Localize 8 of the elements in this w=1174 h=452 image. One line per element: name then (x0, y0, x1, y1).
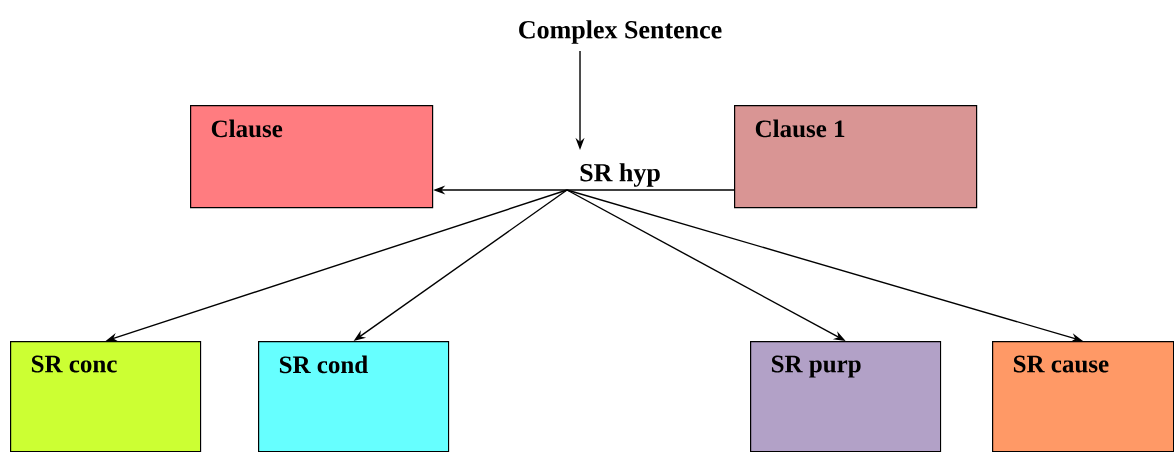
label-box: SR cond (258, 341, 450, 452)
label-text: SR hyp (580, 163, 660, 187)
label-box: SR conc (10, 341, 202, 452)
label-text: Complex Sentence (519, 20, 722, 44)
label-box: Clause (190, 105, 434, 209)
label-box: SR cause (992, 341, 1174, 452)
label-box: SR purp (750, 341, 942, 452)
label-box: Clause 1 (734, 105, 978, 209)
